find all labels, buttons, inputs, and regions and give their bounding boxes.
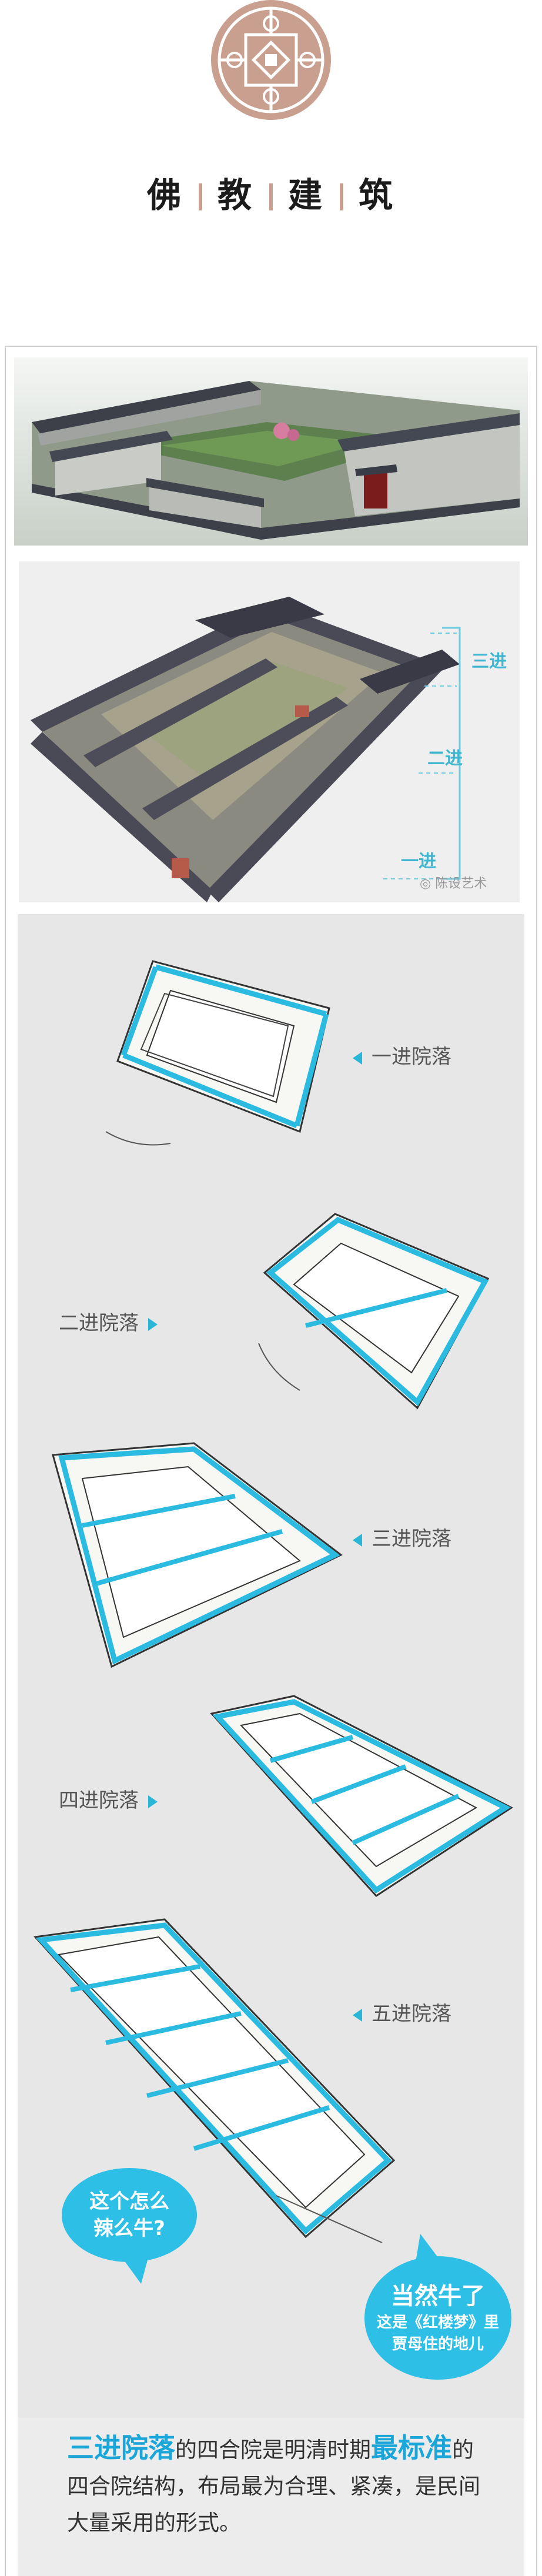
diagram-level-label: 二进 bbox=[427, 748, 463, 769]
title-divider bbox=[340, 183, 344, 210]
sketch-one-section bbox=[105, 960, 330, 1146]
description-box: 三进院落的四合院是明清时期最标准的四合院结构，布局最为合理、紧凑，是民间大量采用… bbox=[18, 2418, 524, 2576]
courtyard-label-text: 五进院落 bbox=[372, 2002, 451, 2026]
lattice-medallion-logo bbox=[211, 0, 331, 120]
bubble-tail bbox=[118, 2252, 150, 2284]
courtyard-photo-panel bbox=[14, 357, 528, 546]
question-speech-bubble: 这个怎么 辣么牛? bbox=[62, 2168, 197, 2262]
courtyard-label: 五进院落 bbox=[353, 1998, 451, 2026]
sketch-two-section bbox=[258, 1213, 490, 1410]
page-title: 佛教建筑 bbox=[0, 168, 542, 217]
courtyard-label: 二进院落 bbox=[59, 1307, 158, 1336]
diagram-level-label: 三进 bbox=[471, 651, 507, 672]
body-text: 的四合院结构，布局最为合理、紧凑，是民间大量采用的形式。 bbox=[67, 2437, 480, 2535]
diagram-level-label: 一进 bbox=[401, 851, 436, 872]
pointer-icon bbox=[353, 1533, 362, 1547]
sketch-three-section bbox=[52, 1442, 343, 1668]
bubble-text: 贾母住的地儿 bbox=[392, 2336, 484, 2353]
courtyard-label-text: 四进院落 bbox=[59, 1789, 139, 1812]
bubble-text: 辣么牛? bbox=[93, 2217, 165, 2240]
watermark: ◎ 陈设艺术 bbox=[420, 873, 487, 892]
three-section-diagram-panel: 三进 二进 一进 bbox=[19, 561, 520, 902]
title-divider bbox=[198, 183, 202, 210]
highlight-text: 最标准 bbox=[371, 2432, 452, 2464]
three-section-courtyard-drawing bbox=[31, 597, 461, 902]
bubble-text: 这是《红楼梦》里 bbox=[376, 2314, 499, 2331]
sketch-four-section bbox=[210, 1695, 513, 1897]
title-char: 教 bbox=[217, 175, 254, 215]
sketch-five-section bbox=[33, 1918, 396, 2243]
pointer-icon bbox=[148, 1317, 158, 1331]
courtyard-label-text: 一进院落 bbox=[372, 1045, 451, 1069]
courtyard-sketches-panel: 一进院落 二进院落 三进院落 四进院落 五进院落 bbox=[18, 914, 524, 2418]
content-frame bbox=[5, 346, 537, 2576]
title-divider bbox=[269, 183, 273, 210]
description-paragraph: 三进院落的四合院是明清时期最标准的四合院结构，布局最为合理、紧凑，是民间大量采用… bbox=[18, 2418, 524, 2541]
courtyard-label-text: 三进院落 bbox=[372, 1527, 451, 1551]
siheyuan-photo bbox=[14, 357, 528, 546]
title-char: 筑 bbox=[359, 175, 396, 215]
title-char: 佛 bbox=[146, 175, 183, 215]
pointer-icon bbox=[353, 2008, 362, 2022]
title-char: 建 bbox=[288, 175, 325, 215]
watermark-icon: ◎ bbox=[420, 876, 431, 891]
courtyard-label: 一进院落 bbox=[353, 1041, 451, 1069]
answer-speech-bubble: 当然牛了 这是《红楼梦》里 贾母住的地儿 bbox=[364, 2256, 511, 2380]
bubble-text: 这个怎么 bbox=[89, 2190, 169, 2213]
pointer-icon bbox=[148, 1795, 158, 1808]
bubble-text: 当然牛了 bbox=[391, 2283, 485, 2310]
courtyard-label: 三进院落 bbox=[353, 1523, 451, 1551]
courtyard-label-text: 二进院落 bbox=[59, 1312, 139, 1335]
pointer-icon bbox=[353, 1051, 362, 1065]
body-text: 的四合院是明清时期 bbox=[175, 2437, 371, 2463]
watermark-text: 陈设艺术 bbox=[435, 876, 487, 891]
courtyard-label: 四进院落 bbox=[59, 1784, 158, 1813]
highlight-text: 三进院落 bbox=[67, 2432, 175, 2464]
